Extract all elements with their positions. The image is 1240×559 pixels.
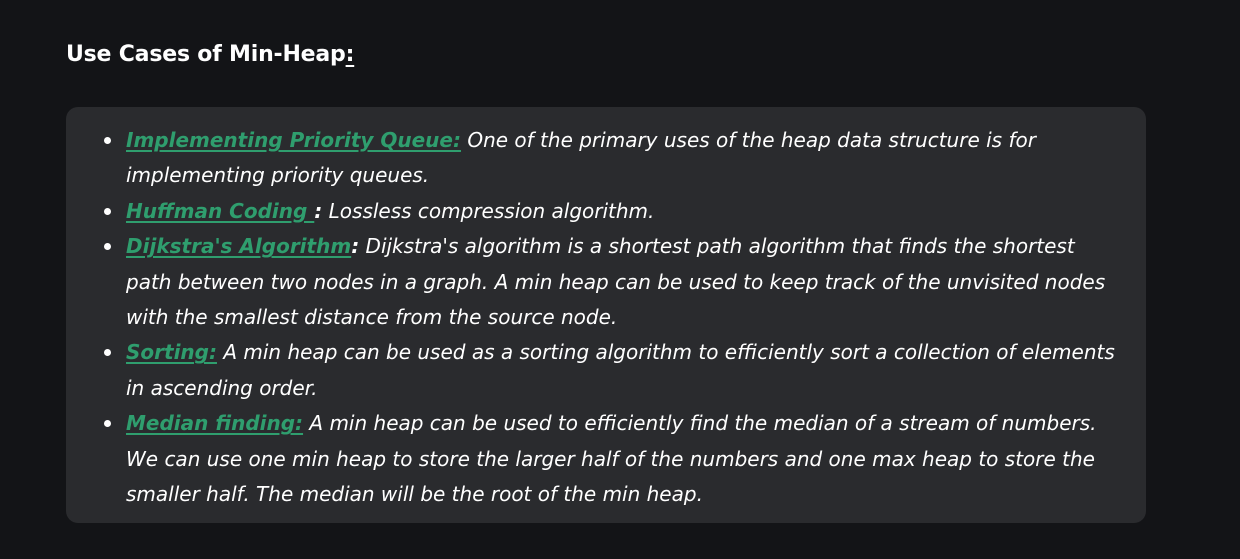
bullet-icon	[104, 243, 111, 251]
section-heading-text: Use Cases of Min-Heap	[66, 42, 346, 67]
item-description: Dijkstra's algorithm is a shortest path …	[126, 234, 1106, 330]
use-cases-list: Implementing Priority Queue: One of the …	[104, 123, 1116, 512]
link-median-finding[interactable]: Median finding:	[126, 411, 304, 436]
list-item-median-finding: Median finding: A min heap can be used t…	[104, 406, 1116, 512]
use-cases-panel: Implementing Priority Queue: One of the …	[66, 107, 1146, 523]
item-description: Lossless compression algorithm.	[322, 198, 655, 223]
link-priority-queue[interactable]: Implementing Priority Queue:	[126, 128, 461, 152]
item-description: One of the primary uses of the heap data…	[126, 128, 1036, 188]
section-heading: Use Cases of Min-Heap:	[66, 42, 354, 67]
section-heading-colon: :	[345, 42, 355, 67]
link-huffman-coding[interactable]: Huffman Coding	[126, 198, 315, 223]
list-item-priority-queue: Implementing Priority Queue: One of the …	[104, 123, 1116, 194]
item-separator: :	[351, 234, 360, 259]
bullet-icon	[104, 207, 111, 215]
item-description: A min heap can be used to efficiently fi…	[126, 411, 1097, 507]
bullet-icon	[104, 349, 111, 357]
bullet-icon	[104, 137, 111, 144]
bullet-icon	[104, 420, 111, 428]
list-item-huffman-coding: Huffman Coding : Lossless compression al…	[104, 194, 1116, 229]
list-item-dijkstra: Dijkstra's Algorithm: Dijkstra's algorit…	[104, 229, 1116, 335]
item-description: A min heap can be used as a sorting algo…	[126, 340, 1115, 400]
link-dijkstra-algorithm[interactable]: Dijkstra's Algorithm	[126, 234, 352, 259]
link-sorting[interactable]: Sorting:	[126, 340, 217, 365]
list-item-sorting: Sorting: A min heap can be used as a sor…	[104, 335, 1116, 406]
item-separator: :	[314, 198, 323, 223]
